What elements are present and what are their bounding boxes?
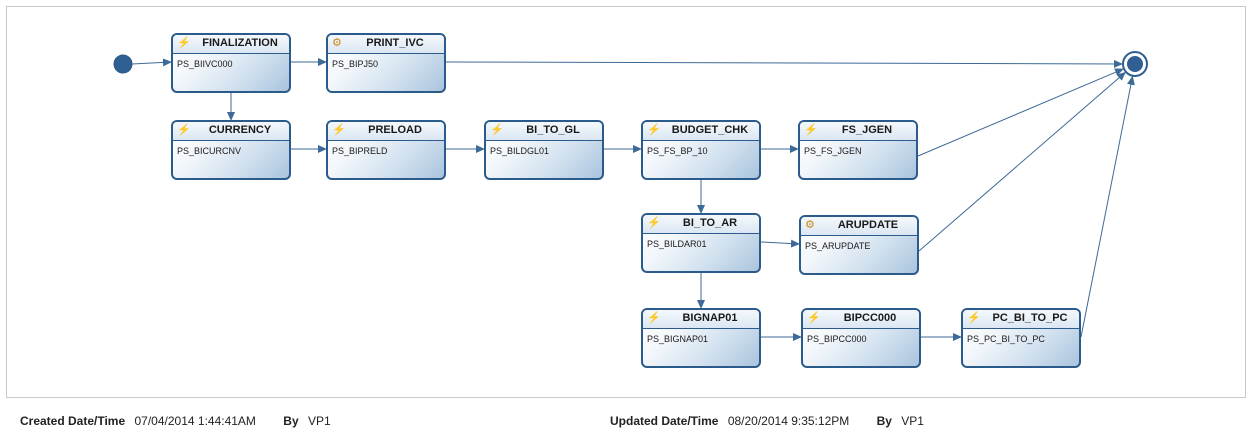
step-node-header: ⚡ BIPCC000	[803, 310, 919, 329]
step-process-name: PS_BIGNAP01	[647, 334, 709, 344]
step-node-header: ⚡ CURRENCY	[173, 122, 289, 141]
bolt-icon: ⚡	[332, 124, 346, 136]
step-process-name: PS_BIPCC000	[807, 334, 867, 344]
step-process-name: PS_BILDGL01	[490, 146, 550, 156]
step-title: PRINT_IVC	[366, 37, 424, 49]
step-node-header: ⚡ BIGNAP01	[643, 310, 759, 329]
step-title: BUDGET_CHK	[671, 124, 749, 136]
bolt-icon: ⚡	[490, 124, 504, 136]
step-title: BI_TO_GL	[526, 124, 580, 136]
step-process-name: PS_BIPJ50	[332, 59, 379, 69]
gear-icon: ⚙	[805, 219, 815, 231]
step-node-header: ⚡ BI_TO_GL	[486, 122, 602, 141]
bolt-icon: ⚡	[967, 312, 981, 324]
created-by-value: VP1	[307, 414, 331, 428]
bolt-icon: ⚡	[647, 124, 661, 136]
step-title: ARUPDATE	[837, 219, 899, 231]
start-node	[113, 54, 133, 74]
updated-value: 08/20/2014 9:35:12PM	[727, 414, 850, 428]
gear-icon: ⚙	[332, 37, 342, 49]
updated-info: Updated Date/Time 08/20/2014 9:35:12PM B…	[610, 414, 948, 428]
created-label: Created Date/Time	[20, 414, 126, 428]
step-node-arupdate[interactable]: ⚙ ARUPDATE PS_ARUPDATE	[799, 215, 919, 275]
bolt-icon: ⚡	[807, 312, 821, 324]
created-value: 07/04/2014 1:44:41AM	[134, 414, 256, 428]
step-node-header: ⚡ FINALIZATION	[173, 35, 289, 54]
step-title: BIPCC000	[843, 312, 897, 324]
step-node-preload[interactable]: ⚡ PRELOAD PS_BIPRELD	[326, 120, 446, 180]
step-process-name: PS_BICURCNV	[177, 146, 242, 156]
step-node-bi-to-ar[interactable]: ⚡ BI_TO_AR PS_BILDAR01	[641, 213, 761, 273]
step-title: BIGNAP01	[682, 312, 738, 324]
step-node-pc-bi-to-pc[interactable]: ⚡ PC_BI_TO_PC PS_PC_BI_TO_PC	[961, 308, 1081, 368]
step-process-name: PS_FS_BP_10	[647, 146, 708, 156]
step-node-header: ⚙ ARUPDATE	[801, 217, 917, 236]
step-node-header: ⚙ PRINT_IVC	[328, 35, 444, 54]
step-node-header: ⚡ PC_BI_TO_PC	[963, 310, 1079, 329]
end-node	[1127, 56, 1143, 72]
flow-connectors	[113, 51, 1148, 341]
connector-arupdate-to-end	[918, 71, 1126, 252]
step-node-fs-jgen[interactable]: ⚡ FS_JGEN PS_FS_JGEN	[798, 120, 918, 180]
step-node-bi-to-gl[interactable]: ⚡ BI_TO_GL PS_BILDGL01	[484, 120, 604, 180]
step-node-header: ⚡ FS_JGEN	[800, 122, 916, 141]
connector-print_ivc-to-end	[445, 59, 1123, 68]
bolt-icon: ⚡	[177, 124, 191, 136]
step-process-name: PS_PC_BI_TO_PC	[967, 334, 1045, 344]
updated-by-value: VP1	[901, 414, 924, 428]
connector-bi_to_ar-to-arupdate	[760, 239, 800, 248]
step-node-print-ivc[interactable]: ⚙ PRINT_IVC PS_BIPJ50	[326, 33, 446, 93]
bolt-icon: ⚡	[804, 124, 818, 136]
updated-label: Updated Date/Time	[610, 414, 719, 428]
step-process-name: PS_FS_JGEN	[804, 146, 862, 156]
connector-start-to-finalization	[131, 58, 172, 67]
step-process-name: PS_BIPRELD	[332, 146, 388, 156]
updated-by-label: By	[876, 414, 892, 428]
step-process-name: PS_BIIVC000	[177, 59, 233, 69]
connector-pc_bi_to_pc-to-end	[1080, 75, 1135, 338]
step-title: BI_TO_AR	[682, 217, 738, 229]
flow-diagram-canvas: ⚡ FINALIZATION PS_BIIVC000 ⚙ PRINT_IVC PS_BIP…	[6, 6, 1246, 398]
step-node-currency[interactable]: ⚡ CURRENCY PS_BICURCNV	[171, 120, 291, 180]
step-node-header: ⚡ BUDGET_CHK	[643, 122, 759, 141]
step-node-finalization[interactable]: ⚡ FINALIZATION PS_BIIVC000	[171, 33, 291, 93]
step-process-name: PS_ARUPDATE	[805, 241, 871, 251]
connector-fs_jgen-to-end	[917, 68, 1124, 157]
step-title: FINALIZATION	[202, 37, 278, 49]
created-by-label: By	[283, 414, 299, 428]
bolt-icon: ⚡	[177, 37, 191, 49]
bolt-icon: ⚡	[647, 312, 661, 324]
step-title: PC_BI_TO_PC	[992, 312, 1068, 324]
step-node-header: ⚡ BI_TO_AR	[643, 215, 759, 234]
step-node-budget-chk[interactable]: ⚡ BUDGET_CHK PS_FS_BP_10	[641, 120, 761, 180]
step-title: FS_JGEN	[841, 124, 893, 136]
created-info: Created Date/Time 07/04/2014 1:44:41AM B…	[20, 414, 355, 428]
bolt-icon: ⚡	[647, 217, 661, 229]
step-process-name: PS_BILDAR01	[647, 239, 707, 249]
step-title: PRELOAD	[368, 124, 422, 136]
step-node-header: ⚡ PRELOAD	[328, 122, 444, 141]
step-title: CURRENCY	[208, 124, 272, 136]
